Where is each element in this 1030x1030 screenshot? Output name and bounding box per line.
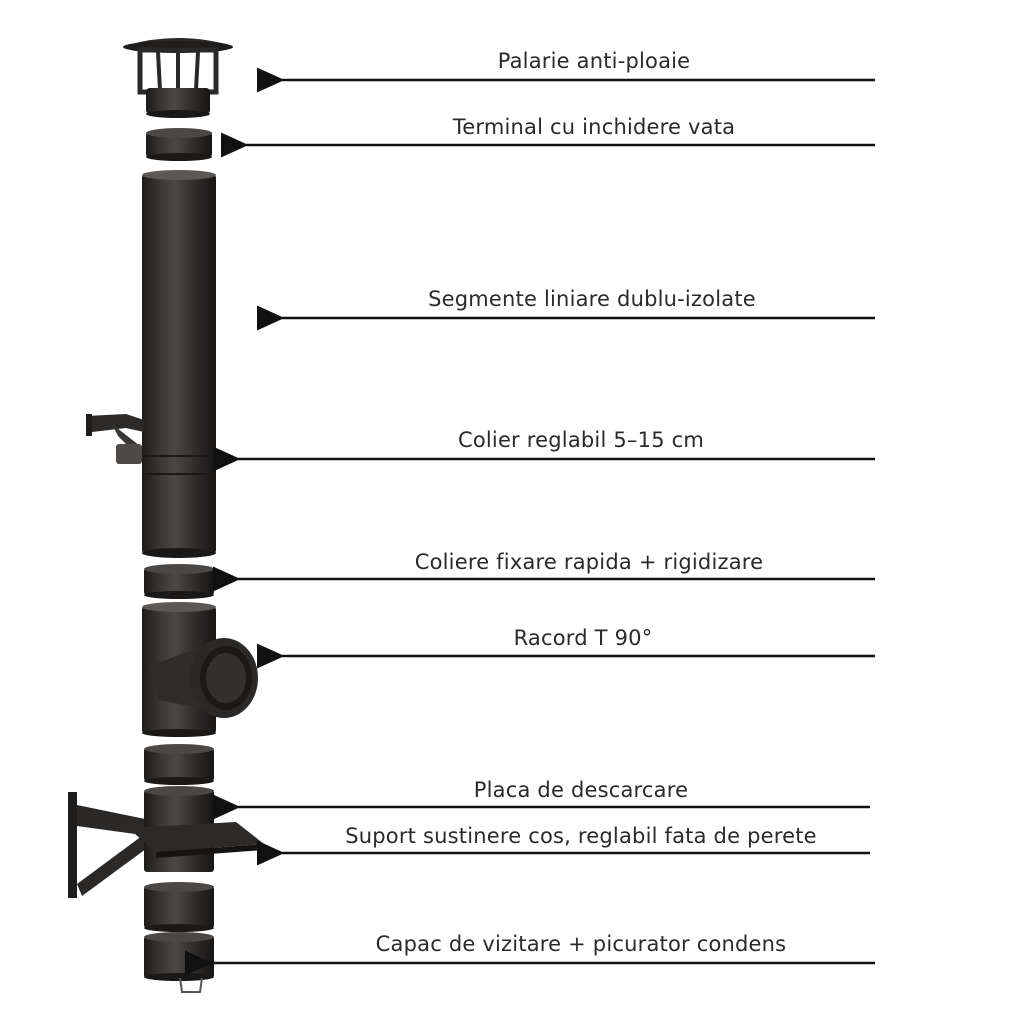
terminal-piece	[146, 128, 212, 161]
clamp-ring	[144, 564, 214, 599]
label-tee: Racord T 90°	[513, 626, 653, 650]
adjustable-collar	[86, 414, 144, 464]
linear-segment	[142, 170, 216, 558]
inspection-cover	[144, 882, 214, 993]
label-terminal: Terminal cu inchidere vata	[452, 115, 736, 139]
rain-cap	[123, 38, 233, 118]
wall-support	[68, 786, 264, 898]
connector-ring	[144, 744, 214, 785]
label-cover: Capac de vizitare + picurator condens	[375, 932, 787, 956]
tee-90	[142, 602, 258, 737]
label-segments: Segmente liniare dublu-izolate	[428, 287, 756, 311]
label-rain-cap: Palarie anti-ploaie	[497, 49, 691, 73]
label-plate: Placa de descarcare	[473, 778, 689, 802]
label-clamps: Coliere fixare rapida + rigidizare	[414, 550, 764, 574]
label-collar: Colier reglabil 5–15 cm	[457, 428, 705, 452]
arrows	[185, 67, 875, 976]
label-support: Suport sustinere cos, reglabil fata de p…	[345, 824, 817, 848]
